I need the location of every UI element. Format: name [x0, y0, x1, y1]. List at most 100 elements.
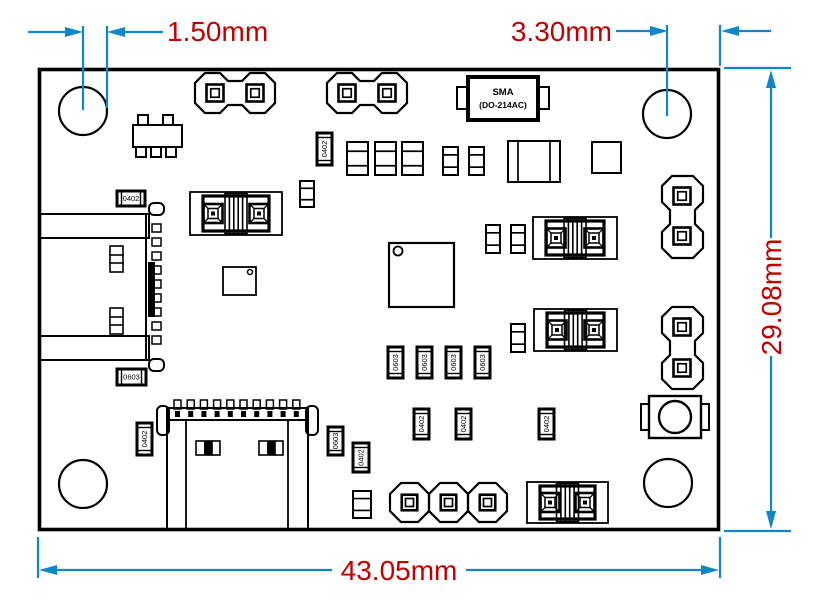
connector-pin [151, 335, 162, 345]
usb-c-connector [38, 202, 165, 372]
connector-pad [188, 411, 194, 417]
header-pad [672, 226, 692, 246]
resistor-size-label: 0402 [357, 449, 366, 466]
connector-pad [214, 411, 220, 417]
arrow-right-icon [701, 565, 719, 575]
header-2pin-horizontal [325, 71, 409, 115]
connector-pad [254, 411, 260, 417]
header-pad-hole [404, 497, 415, 508]
connector-pin [151, 265, 162, 275]
header-pad [672, 358, 692, 378]
board-outline [37, 67, 721, 532]
arrow-left-icon [107, 27, 125, 37]
sot23-regulator [132, 114, 183, 158]
header-pad [672, 317, 692, 337]
header-pad-hole [209, 87, 221, 99]
resistor: 0402 [537, 407, 556, 441]
resistor: 0402 [115, 189, 147, 208]
resistor-size-label: 0402 [320, 141, 329, 158]
resistor: 0603 [386, 345, 405, 380]
header-pad-hole [341, 87, 353, 99]
connector-pin [226, 399, 235, 410]
header-3pin-pad-outline [427, 481, 470, 524]
resistor: 0402 [315, 131, 334, 167]
connector-pin [265, 399, 275, 410]
pin-headers [193, 71, 705, 524]
header-pad-hole [381, 87, 393, 99]
resistor-size-label: 0402 [123, 194, 140, 203]
small-ic [222, 266, 257, 296]
connector-pin [292, 399, 301, 410]
dimension-lines [28, 25, 791, 578]
micro-usb-pins [173, 399, 301, 417]
connector-pin [252, 399, 261, 410]
connector-pin [278, 399, 288, 410]
arrow-down-icon [766, 511, 776, 529]
header-2pin-horizontal [193, 71, 277, 115]
connector-pin [151, 223, 162, 233]
header-pad [377, 83, 397, 103]
connector-pin [151, 293, 162, 303]
header-2pin-vertical [660, 305, 705, 391]
header-pad [205, 83, 225, 103]
sma-label: SMA [492, 87, 513, 98]
arrow-right-icon [650, 26, 668, 36]
capacitor [299, 180, 315, 208]
capacitor [507, 140, 561, 183]
header-3pin-pad-outline [388, 481, 431, 524]
main-ic [387, 241, 456, 309]
header-pad-hole [676, 230, 688, 242]
resistor-size-label: 0603 [391, 354, 400, 371]
push-button [640, 394, 710, 440]
resistor-size-label: 0402 [417, 416, 426, 433]
passive-components: 0402 0402 0603 0402 0603 0402 0603 0603 0603 0603… [115, 131, 622, 519]
header-pad [478, 493, 497, 512]
dim-label-top-left: 1.50mm [167, 16, 268, 47]
resistor-size-label: 0603 [449, 354, 458, 371]
resistor: 0603 [115, 367, 148, 387]
resistor: 0603 [326, 425, 345, 457]
header-2pin-vertical [660, 174, 705, 260]
connector-pin [186, 399, 195, 410]
header-pad-hole [676, 321, 688, 333]
capacitor [401, 141, 424, 176]
resistor: 0603 [473, 345, 492, 380]
dim-label-right: 29.08mm [756, 239, 787, 356]
connector-pad [280, 411, 286, 417]
capacitor [485, 224, 501, 254]
dim-label-top-right: 3.30mm [511, 16, 612, 47]
solder-jumpers [189, 191, 618, 524]
mounting-hole [57, 458, 109, 510]
header-pad [439, 493, 458, 512]
connector-pin [199, 399, 209, 410]
resistor: 0402 [135, 421, 154, 457]
arrow-left-icon [721, 26, 739, 36]
header-pad [245, 83, 265, 103]
arrow-left-icon [39, 565, 57, 575]
resistor: 0603 [415, 345, 434, 380]
resistor-size-label: 0603 [420, 354, 429, 371]
pin1-dot [392, 245, 404, 257]
resistor: 0402 [412, 407, 431, 441]
connector-pad [227, 411, 233, 417]
capacitor [346, 141, 369, 176]
resistor: 0402 [351, 441, 371, 474]
solder-jumper [532, 216, 618, 260]
connector-pin [151, 251, 162, 261]
micro-usb-pad-group [258, 440, 284, 456]
header-pad-hole [443, 497, 454, 508]
resistor: 0402 [454, 407, 473, 441]
resistor: 0603 [444, 345, 463, 380]
capacitor [510, 323, 526, 353]
connector-pin [239, 399, 248, 410]
pin1-dot [246, 268, 254, 276]
connector-pin [151, 321, 162, 331]
resistor-size-label: 0603 [123, 373, 140, 382]
micro-usb-connector [156, 399, 319, 531]
connector-pad [175, 411, 180, 417]
solder-jumper [533, 308, 618, 352]
capacitor [442, 146, 459, 176]
arrow-right-icon [65, 27, 83, 37]
